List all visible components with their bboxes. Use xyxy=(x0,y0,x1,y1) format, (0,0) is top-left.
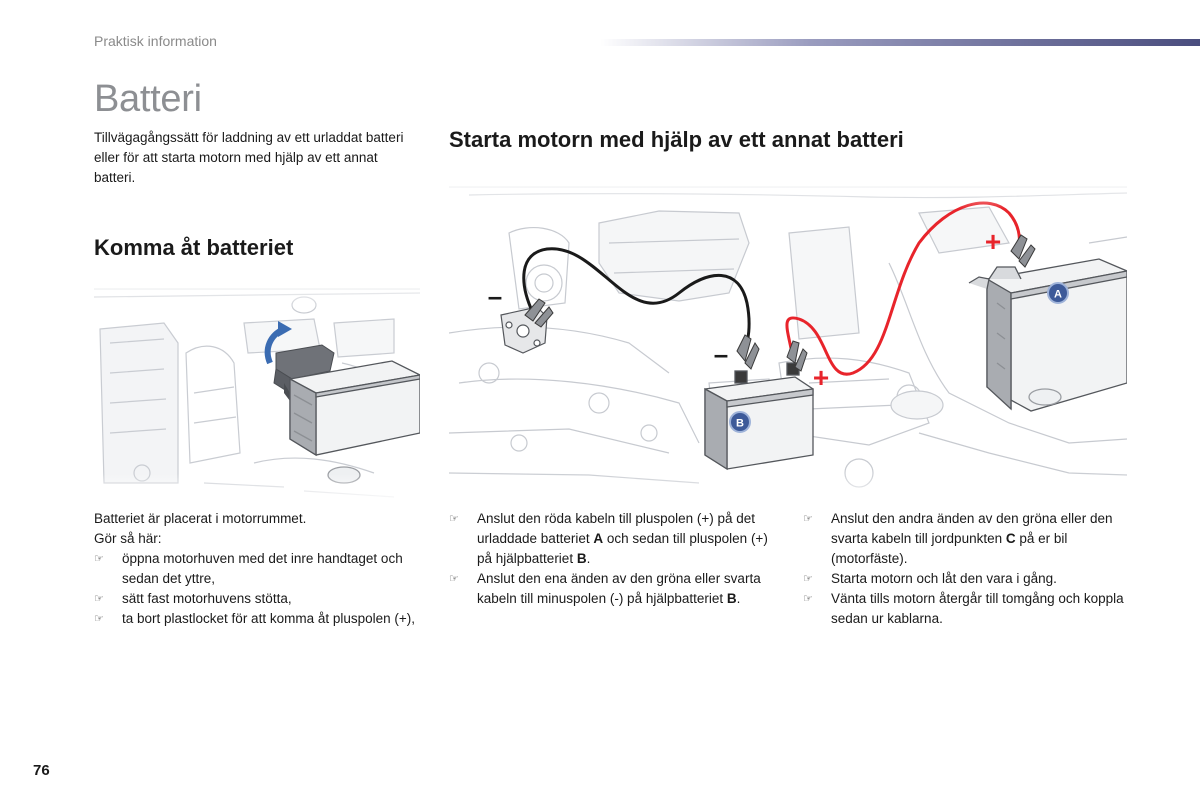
page-title: Batteri xyxy=(94,78,202,120)
pointing-hand-icon: ☞ xyxy=(803,513,813,525)
pointing-hand-icon: ☞ xyxy=(94,553,104,565)
battery-location-line: Batteriet är placerat i motorrummet. xyxy=(94,511,307,526)
instructions-lead: Gör så här: xyxy=(94,531,162,546)
battery-access-illustration xyxy=(94,283,420,500)
list-item: ☞öppna motorhuven med det inre handtaget… xyxy=(94,551,403,586)
header-gradient-bar xyxy=(600,39,1200,46)
page-number: 76 xyxy=(33,762,50,779)
pointing-hand-icon: ☞ xyxy=(449,513,459,525)
pointing-hand-icon: ☞ xyxy=(449,573,459,585)
jump-start-heading: Starta motorn med hjälp av ett annat bat… xyxy=(449,127,904,152)
pointing-hand-icon: ☞ xyxy=(94,593,104,605)
pointing-hand-icon: ☞ xyxy=(803,593,813,605)
pointing-hand-icon: ☞ xyxy=(803,573,813,585)
intro-text: Tillvägagångssätt för laddning av ett ur… xyxy=(94,130,404,185)
list-item: ☞sätt fast motorhuvens stötta, xyxy=(94,589,424,609)
list-item: ☞Anslut den ena änden av den gröna eller… xyxy=(449,571,761,606)
jump-start-illustration: B A – – + + xyxy=(449,183,1127,503)
list-item: ☞Vänta tills motorn återgår till tomgång… xyxy=(803,591,1124,626)
list-item: ☞Starta motorn och låt den vara i gång. xyxy=(803,569,1133,589)
jump-start-steps-col1: ☞Anslut den röda kabeln till pluspolen (… xyxy=(449,509,779,609)
battery-access-steps: ☞öppna motorhuven med det inre handtaget… xyxy=(94,549,424,629)
jump-start-steps-col2: ☞Anslut den andra änden av den gröna ell… xyxy=(803,509,1133,629)
list-item: ☞ta bort plastlocket för att komma åt pl… xyxy=(94,609,424,629)
pointing-hand-icon: ☞ xyxy=(94,613,104,625)
battery-access-text: Batteriet är placerat i motorrummet. Gör… xyxy=(94,509,424,629)
battery-access-heading: Komma åt batteriet xyxy=(94,235,294,260)
list-item: ☞Anslut den röda kabeln till pluspolen (… xyxy=(449,511,768,566)
section-label: Praktisk information xyxy=(94,33,217,49)
list-item: ☞Anslut den andra änden av den gröna ell… xyxy=(803,511,1113,566)
